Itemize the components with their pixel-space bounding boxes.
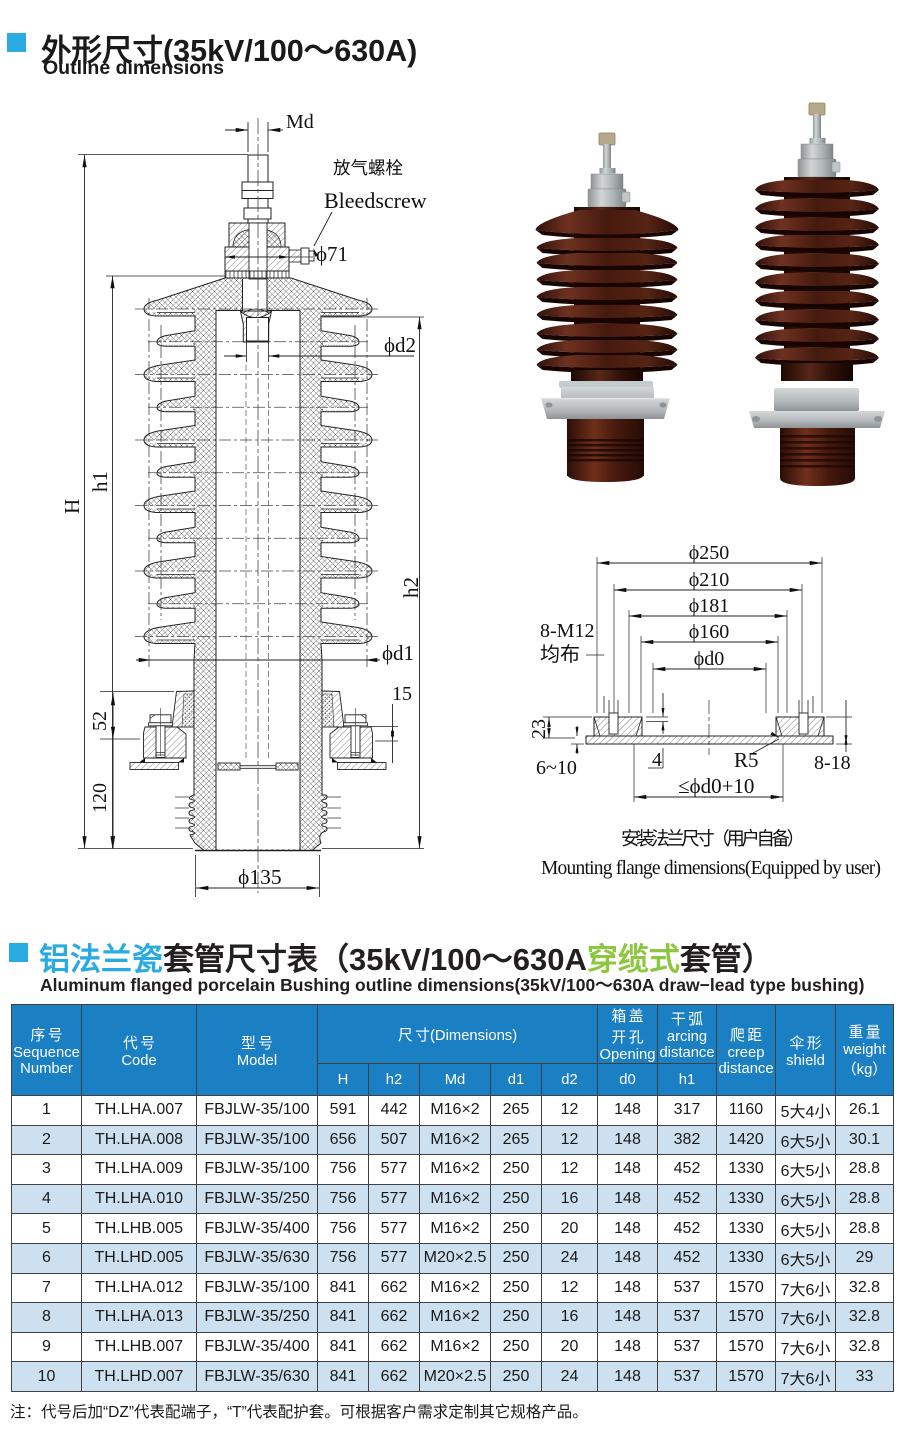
svg-text:H: H (60, 499, 84, 514)
svg-text:ϕ210: ϕ210 (689, 569, 730, 591)
svg-text:Md: Md (286, 111, 314, 133)
svg-text:Bleedscrew: Bleedscrew (324, 188, 427, 213)
svg-text:ϕ250: ϕ250 (689, 542, 730, 564)
svg-text:安装法兰尺寸（用户自备）: 安装法兰尺寸（用户自备） (621, 829, 805, 850)
svg-text:ϕ71: ϕ71 (316, 242, 348, 266)
svg-text:8-M12: 8-M12 (540, 620, 594, 642)
svg-text:≤ϕd0+10: ≤ϕd0+10 (678, 774, 754, 798)
svg-text:15: 15 (392, 683, 412, 705)
svg-text:放气螺栓: 放气螺栓 (333, 158, 403, 178)
svg-text:ϕ181: ϕ181 (689, 595, 730, 617)
svg-text:ϕ135: ϕ135 (238, 865, 282, 889)
svg-text:ϕd1: ϕd1 (382, 641, 414, 665)
svg-text:6~10: 6~10 (536, 757, 577, 779)
svg-text:h1: h1 (88, 471, 112, 492)
svg-text:ϕd2: ϕd2 (384, 333, 416, 357)
svg-text:4: 4 (652, 749, 662, 771)
svg-text:Mounting flange dimensions(Equ: Mounting flange dimensions(Equipped by u… (541, 858, 881, 879)
svg-text:120: 120 (89, 783, 111, 813)
svg-text:23: 23 (528, 719, 550, 739)
svg-text:8-18: 8-18 (814, 752, 851, 774)
svg-text:52: 52 (89, 711, 111, 731)
svg-text:ϕ160: ϕ160 (689, 621, 730, 643)
svg-text:ϕd0: ϕd0 (694, 648, 725, 670)
svg-text:h2: h2 (399, 577, 423, 598)
svg-text:均布: 均布 (540, 643, 580, 666)
